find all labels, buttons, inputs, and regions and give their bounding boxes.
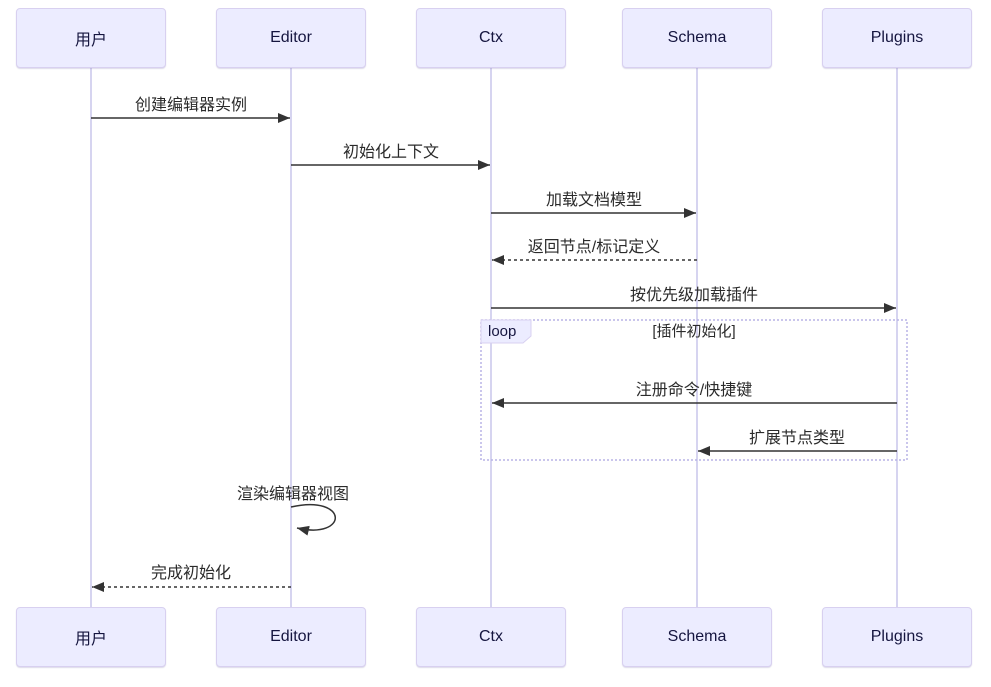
message-label-create-editor: 创建编辑器实例 (134, 97, 248, 114)
message-label-load-plugins: 按优先级加载插件 (629, 287, 759, 304)
actor-top-editor: Editor (216, 8, 366, 68)
actor-bottom-schema: Schema (622, 607, 772, 667)
actor-bottom-ctx: Ctx (416, 607, 566, 667)
actor-top-ctx: Ctx (416, 8, 566, 68)
message-label-load-doc-model: 加载文档模型 (545, 192, 643, 209)
message-label-init-complete: 完成初始化 (150, 565, 232, 582)
message-label-render-view: 渲染编辑器视图 (236, 486, 350, 503)
loop-label-box (480, 319, 532, 344)
message-label-extend-node-types: 扩展节点类型 (748, 430, 846, 447)
message-label-return-node-defs: 返回节点/标记定义 (527, 239, 661, 256)
loop-frame (480, 319, 908, 461)
actor-bottom-user: 用户 (16, 607, 166, 667)
actor-top-schema: Schema (622, 8, 772, 68)
message-label-init-context: 初始化上下文 (342, 144, 440, 161)
actor-top-user: 用户 (16, 8, 166, 68)
loop-keyword-label: loop (488, 323, 517, 340)
loop-condition-label: [插件初始化] (652, 323, 736, 340)
message-label-register-commands: 注册命令/快捷键 (635, 382, 753, 399)
actor-bottom-editor: Editor (216, 607, 366, 667)
arrow-render-view-selfloop (290, 504, 336, 536)
actor-bottom-plugins: Plugins (822, 607, 972, 667)
actor-top-plugins: Plugins (822, 8, 972, 68)
